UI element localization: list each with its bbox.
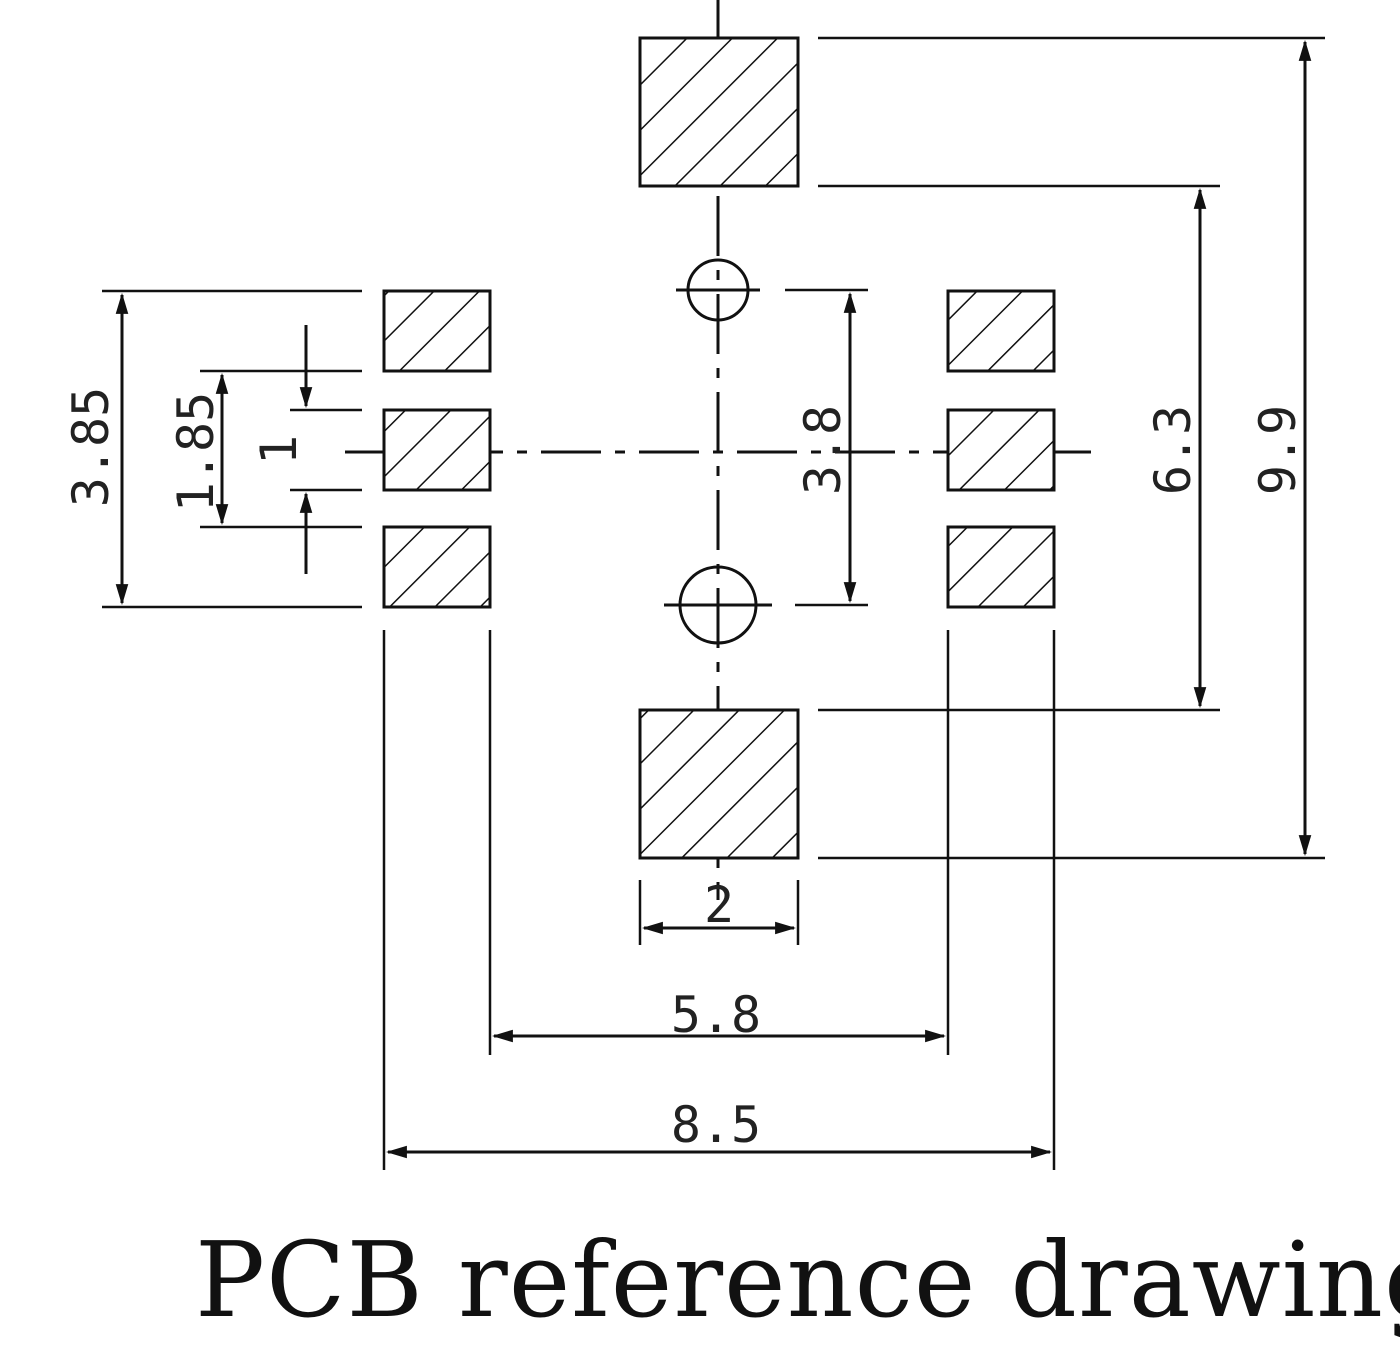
dim-3-85-label: 3.85 [62, 387, 120, 507]
pad-right-2 [946, 408, 1056, 492]
pad-top-large [638, 36, 800, 188]
dim-6-3-label: 6.3 [1144, 405, 1202, 495]
pad-left-3 [382, 525, 492, 609]
dim-8-5-label: 8.5 [671, 1096, 761, 1154]
dimension-lines [115, 39, 1312, 1159]
drawing-title: PCB reference drawing [195, 1219, 1400, 1341]
dim-3-8-label: 3.8 [794, 405, 852, 495]
dim-2-label: 2 [704, 876, 734, 934]
pad-left-2 [382, 408, 492, 492]
dim-5-8-label: 5.8 [671, 986, 761, 1044]
pad-left-1 [382, 289, 492, 373]
dim-9-9-label: 9.9 [1249, 405, 1307, 495]
dim-1-label: 1 [250, 435, 308, 465]
pad-bottom-large [638, 708, 800, 860]
pads [382, 36, 1056, 860]
pad-right-1 [946, 289, 1056, 373]
mounting-holes [664, 258, 772, 645]
extension-lines [102, 36, 1325, 1170]
pad-right-3 [946, 525, 1056, 609]
dim-1-85-label: 1.85 [167, 392, 225, 512]
